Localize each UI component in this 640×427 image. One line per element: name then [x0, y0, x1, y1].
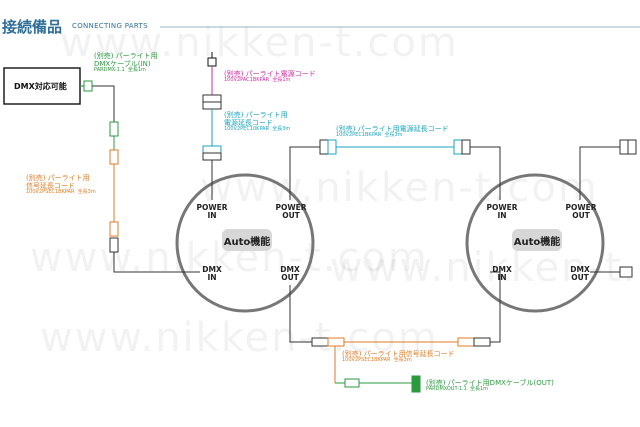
unit-2-center	[512, 229, 562, 251]
signal-ext-left-line1: (別売) パーライト用	[26, 174, 90, 182]
dmx-device-box	[3, 67, 81, 105]
unit-1-power-out-label: POWER OUT	[275, 203, 307, 221]
page-title: 接続備品	[2, 18, 63, 36]
power-cord-line1: (別売) パーライト電源コード	[224, 70, 316, 78]
page-subtitle: CONNECTING PARTS	[72, 22, 148, 30]
signal-ext-bottom-model: 100V2PSEC1BKPAR	[342, 357, 391, 364]
signal-ext-left-label: (別売) パーライト用 信号延長コード 100V2PSEC1BKPAR 全長3m	[26, 174, 96, 196]
dmx-out-line1: (別売) パーライト用DMXケーブル(OUT)	[426, 379, 554, 387]
dmx-in-length: 全長1m	[127, 67, 146, 74]
power-ext-line2: 電源延長コード	[224, 119, 273, 128]
unit-2-circle	[465, 173, 605, 313]
unit-1-auto-label: Auto機能	[223, 237, 271, 248]
unit-1-power-in-label: POWER IN	[196, 203, 228, 221]
unit-1-dmx-in-label: DMX IN	[202, 265, 222, 283]
dmx-out-cable-label: (別売) パーライト用DMXケーブル(OUT) PARDMXOUT-1.1 全長…	[426, 379, 554, 393]
unit-2-auto-label: Auto機能	[513, 237, 561, 248]
unit-2-dmx-out-label: DMX OUT	[570, 265, 590, 283]
unit-1-circle	[175, 173, 315, 313]
dmx-device-label: DMX対応可能	[14, 82, 67, 91]
power-ext-label: (別売) パーライト用 電源延長コード 100V2PEC10KPAR 全長3m	[224, 111, 290, 133]
signal-ext-left-length: 全長3m	[77, 189, 96, 196]
power-link-model: 100V2PEC1BKPAR	[336, 132, 382, 139]
signal-ext-bottom-label: (別売) パーライト用信号延長コード 100V2PSEC1BKPAR 全長3m	[342, 350, 455, 364]
power-in-cable	[202, 52, 222, 200]
dmx-in-line2: DMXケーブル(IN)	[94, 60, 151, 69]
power-ext-length: 全長3m	[272, 126, 291, 133]
dmx-out-model: PARDMXOUT-1.1	[426, 386, 467, 393]
power-cord-model: 100V2PAC1BKPAR	[224, 77, 270, 84]
power-ext-line1: (別売) パーライト用	[224, 111, 288, 119]
dmx-in-cable-label: (別売) パーライト用 DMXケーブル(IN) PARDMX-1.1 全長1m	[94, 52, 158, 74]
power-cord-label: (別売) パーライト電源コード 100V2PAC1BKPAR 全長1m	[224, 70, 316, 84]
unit-1-dmx-out-label: DMX OUT	[280, 265, 300, 283]
dmx-out-length: 全長1m	[470, 386, 489, 393]
power-out-right-cable	[579, 139, 637, 200]
power-link-line1: (別売) パーライト用電源延長コード	[336, 125, 449, 133]
watermark-1: www.nikken-t.com	[60, 20, 459, 66]
power-link-cable	[289, 139, 501, 200]
unit-2-power-out-label: POWER OUT	[565, 203, 597, 221]
power-link-length: 全長3m	[384, 132, 403, 139]
unit-1-center	[222, 229, 272, 251]
dmx-in-line1: (別売) パーライト用	[94, 52, 158, 60]
signal-ext-left-line2: 信号延長コード	[26, 182, 75, 191]
watermark-2: www.nikken-t.com	[200, 165, 599, 211]
signal-ext-bottom-line1: (別売) パーライト用信号延長コード	[342, 350, 455, 358]
power-cord-length: 全長1m	[272, 77, 291, 84]
unit-2-dmx-in-label: DMX IN	[492, 265, 512, 283]
dmx-in-model: PARDMX-1.1	[94, 67, 125, 74]
dmx-in-cable	[80, 80, 200, 273]
signal-link-cable	[289, 271, 501, 393]
signal-ext-bottom-length: 全長3m	[393, 357, 412, 364]
watermark-4: www.nikken-t.com	[40, 315, 439, 361]
power-link-label: (別売) パーライト用電源延長コード 100V2PEC1BKPAR 全長3m	[336, 125, 449, 139]
power-ext-model: 100V2PEC10KPAR	[224, 126, 270, 133]
unit-2-power-in-label: POWER IN	[486, 203, 518, 221]
dmx-out-right-cable	[590, 266, 633, 278]
signal-ext-left-model: 100V2PSEC1BKPAR	[26, 189, 75, 196]
